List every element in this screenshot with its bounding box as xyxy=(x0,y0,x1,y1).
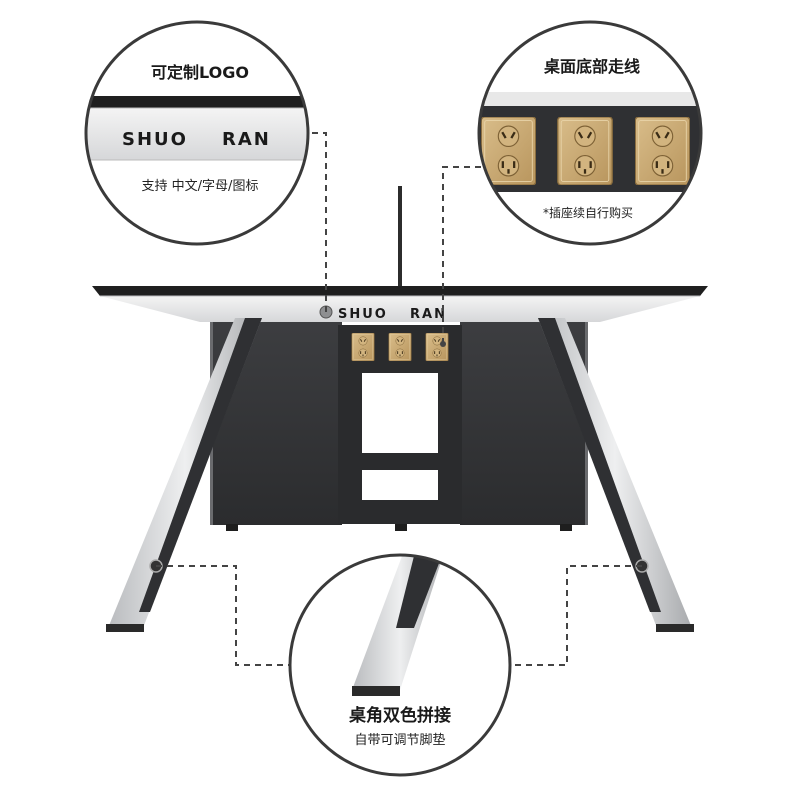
callout-logo: 可定制LOGO SHUO RAN 支持 中文/字母/图标 xyxy=(84,20,310,246)
callout-legs-title: 桌角双色拼接 xyxy=(349,705,451,726)
connector-leg-right xyxy=(508,565,642,666)
desk: SHUO RAN xyxy=(92,186,708,632)
socket-icon xyxy=(557,117,613,185)
desk-brand-right: RAN xyxy=(410,307,447,322)
socket-icon xyxy=(425,333,449,361)
tabletop xyxy=(92,286,708,322)
callout-brand-left: SHUO xyxy=(122,129,188,150)
front-leg-left xyxy=(106,318,262,632)
callout-wiring-note: *插座续自行购买 xyxy=(543,205,633,220)
desk-brand-left: SHUO xyxy=(338,307,388,322)
callout-logo-title: 可定制LOGO xyxy=(151,63,249,82)
desk-sockets xyxy=(351,333,449,361)
socket-icon xyxy=(351,333,375,361)
cable-rod xyxy=(398,186,402,286)
socket-icon xyxy=(635,117,690,185)
connector-leg-left xyxy=(156,565,292,666)
callout-brand-right: RAN xyxy=(222,129,271,150)
connector-wiring xyxy=(442,166,481,344)
desk-logo: SHUO RAN xyxy=(319,305,447,322)
callout-legs: 桌角双色拼接 自带可调节脚垫 xyxy=(288,553,512,777)
callout-logo-subtitle: 支持 中文/字母/图标 xyxy=(142,179,259,194)
callout-wiring: 桌面底部走线 *插座续自行购买 xyxy=(477,20,703,246)
callout-legs-subtitle: 自带可调节脚垫 xyxy=(354,732,445,748)
callout-wiring-title: 桌面底部走线 xyxy=(544,57,640,76)
socket-icon xyxy=(481,117,536,185)
socket-icon xyxy=(388,333,412,361)
